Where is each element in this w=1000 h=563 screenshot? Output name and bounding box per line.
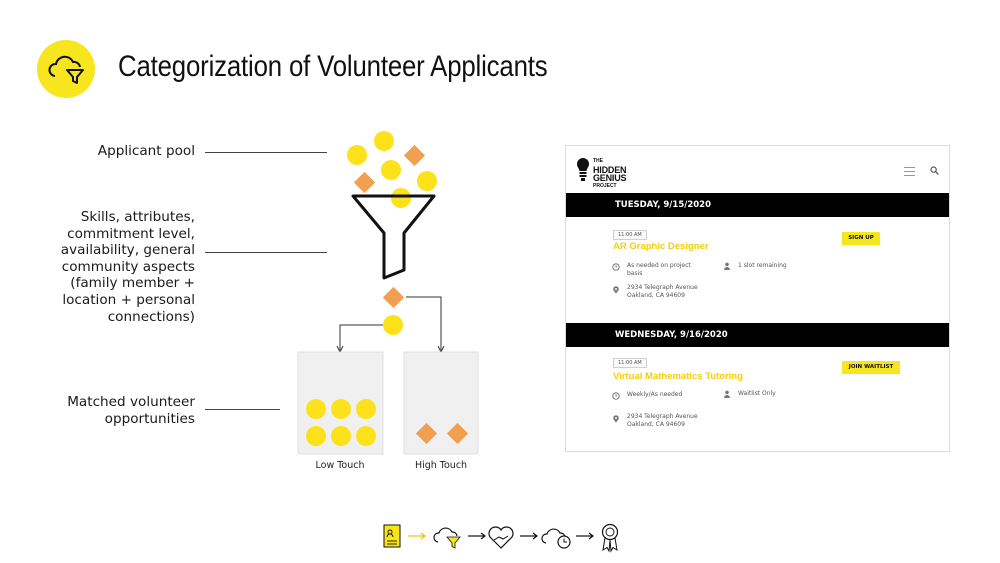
card-topbar: THE HIDDEN GENIUS PROJECT [566,146,949,194]
event-title[interactable]: AR Graphic Designer [613,241,709,252]
applicant-circle [417,171,437,191]
low-touch-circle [331,426,351,446]
cloud-funnel-icon [37,40,95,98]
logo-line2: GENIUS [593,173,627,183]
location-pin-icon [613,286,619,294]
person-icon [724,390,730,398]
event-address: 2934 Telegraph Avenue Oakland, CA 94609 [627,284,698,300]
high-touch-connector [406,296,442,350]
page-title: Categorization of Volunteer Applicants [118,50,548,83]
location-pin-icon [613,415,619,423]
cloud-funnel-icon [433,527,461,549]
criteria-leader-line [205,252,327,253]
low-touch-circle [356,399,376,419]
criteria-label: Skills, attributes, commitment level, av… [60,209,195,325]
search-icon[interactable] [930,166,939,175]
high-touch-arrowhead [437,345,445,354]
flow-arrow [408,532,426,540]
sign-up-button[interactable]: SIGN UP [842,232,880,245]
low-touch-connector [339,324,383,350]
high-touch-diamond [446,422,469,445]
join-waitlist-button[interactable]: JOIN WAITLIST [842,361,900,374]
high-touch-bucket [403,351,479,455]
event-title[interactable]: Virtual Mathematics Tutoring [613,371,744,382]
process-flow [383,523,619,553]
event-address: 2934 Telegraph Avenue Oakland, CA 94609 [627,413,698,429]
low-touch-circle [306,426,326,446]
award-ribbon-icon [601,523,619,553]
cloud-clock-icon [541,528,571,549]
low-touch-circle [306,399,326,419]
logo-line1: HIDDEN [593,164,627,175]
logo-top: THE [593,158,603,164]
flow-arrow [520,532,538,540]
hamburger-menu-icon[interactable] [904,167,915,177]
clock-icon [612,263,620,271]
pool-leader-line [205,152,327,153]
low-touch-circle [331,399,351,419]
event-schedule: Weekly/As needed [627,391,683,398]
applicant-circle [391,188,411,208]
matched-leader-line [205,409,280,410]
event-slots: 1 slot remaining [738,262,787,269]
applicant-diamond [353,171,376,194]
low-touch-arrowhead [336,345,344,354]
date-bar: WEDNESDAY, 9/16/2020 [566,323,949,347]
volunteer-events-card: THE HIDDEN GENIUS PROJECT TUESDAY, 9/15/… [565,145,950,452]
low-touch-bucket [297,351,384,455]
applicant-circle [374,131,394,151]
flow-arrow [576,532,594,540]
output-circle [383,315,403,335]
funnel-shape [351,194,436,280]
applicant-diamond [403,144,426,167]
handshake-heart-icon [488,526,514,549]
applicant-circle [381,160,401,180]
application-icon [383,524,401,548]
applicant-pool-label: Applicant pool [97,143,195,159]
applicant-circle [347,145,367,165]
high-touch-caption: High Touch [414,460,468,471]
logo-bottom: PROJECT [593,182,617,189]
bulb-logo-icon [577,158,589,181]
event-time: 11:00 AM [613,230,647,240]
clock-icon [612,392,620,400]
event-schedule: As needed on project basis [627,262,691,278]
low-touch-circle [356,426,376,446]
logo-wordmark: THE HIDDEN GENIUS PROJECT [593,158,627,190]
date-bar: TUESDAY, 9/15/2020 [566,193,949,217]
output-diamond [382,286,405,309]
high-touch-diamond [415,422,438,445]
person-icon [724,262,730,270]
event-time: 11:00 AM [613,358,647,368]
low-touch-caption: Low Touch [315,460,365,471]
matched-opportunities-label: Matched volunteer opportunities [67,394,195,427]
flow-arrow [468,532,486,540]
event-slots: Waitlist Only [738,390,776,397]
